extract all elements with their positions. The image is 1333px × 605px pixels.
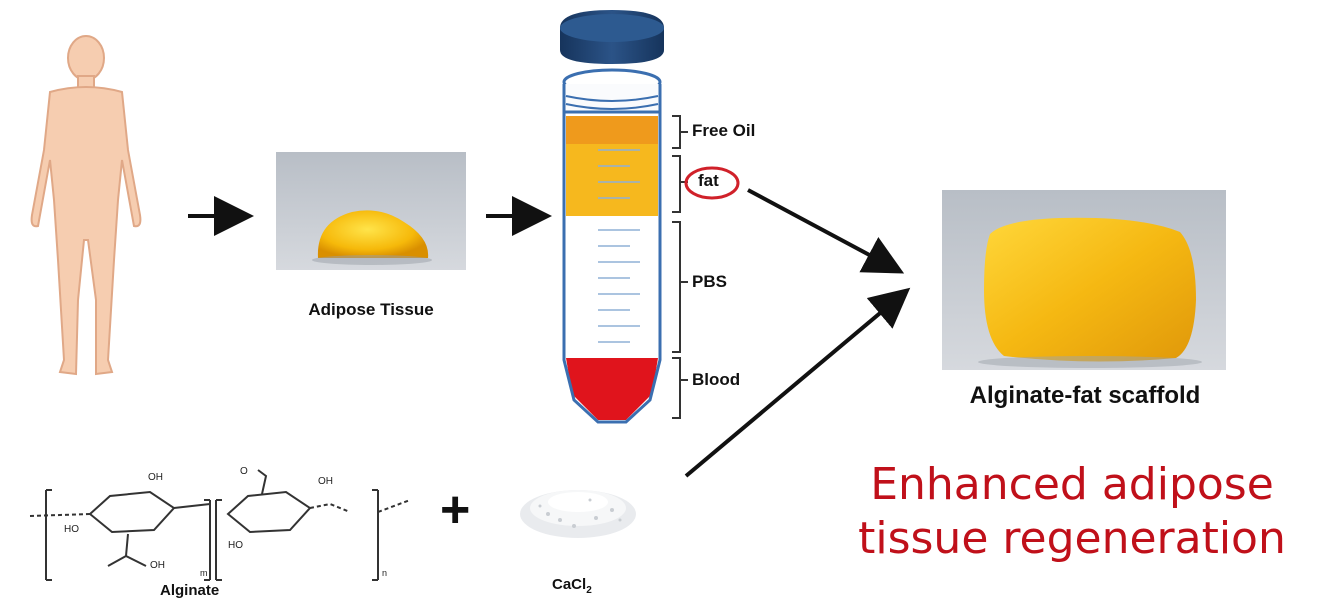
headline: Enhanced adipose tissue regeneration [822, 458, 1322, 566]
fat-highlight-circle [684, 166, 740, 200]
headline-line-1: Enhanced adipose [870, 459, 1274, 510]
structure-oh-2: OH [318, 476, 333, 487]
human-body-icon [30, 35, 142, 376]
structure-cooh-oh: OH [150, 560, 165, 571]
free-oil-label: Free Oil [692, 121, 756, 140]
structure-ho-1: HO [64, 524, 79, 535]
blood-label: Blood [692, 370, 741, 389]
fat-label: fat [698, 171, 719, 190]
structure-sub-m: m [200, 568, 208, 578]
scaffold-label: Alginate-fat scaffold [969, 382, 1201, 409]
pbs-label: PBS [692, 272, 727, 291]
structure-sub-n: n [382, 568, 388, 578]
arrow-fat-to-scaffold [747, 188, 905, 274]
adipose-tissue-photo [276, 152, 466, 270]
structure-o-ring: O [240, 466, 248, 477]
structure-ho-2: HO [228, 540, 243, 551]
headline-line-2: tissue regeneration [858, 513, 1286, 564]
cacl2-base-text: CaCl [552, 576, 587, 593]
adipose-tissue-label: Adipose Tissue [308, 300, 434, 319]
alginate-label: Alginate [160, 582, 220, 599]
arrow-crosslinker-to-scaffold [684, 287, 911, 478]
centrifuge-tube [560, 10, 664, 424]
layer-brackets [672, 115, 688, 419]
cacl2-label: CaCl2 [552, 576, 592, 596]
structure-oh-1: OH [148, 472, 163, 483]
cacl2-powder-photo [520, 490, 636, 538]
scaffold-photo [942, 190, 1226, 370]
alginate-structure-icon [29, 469, 411, 581]
plus-sign: + [440, 481, 471, 539]
cacl2-subscript: 2 [586, 585, 592, 596]
